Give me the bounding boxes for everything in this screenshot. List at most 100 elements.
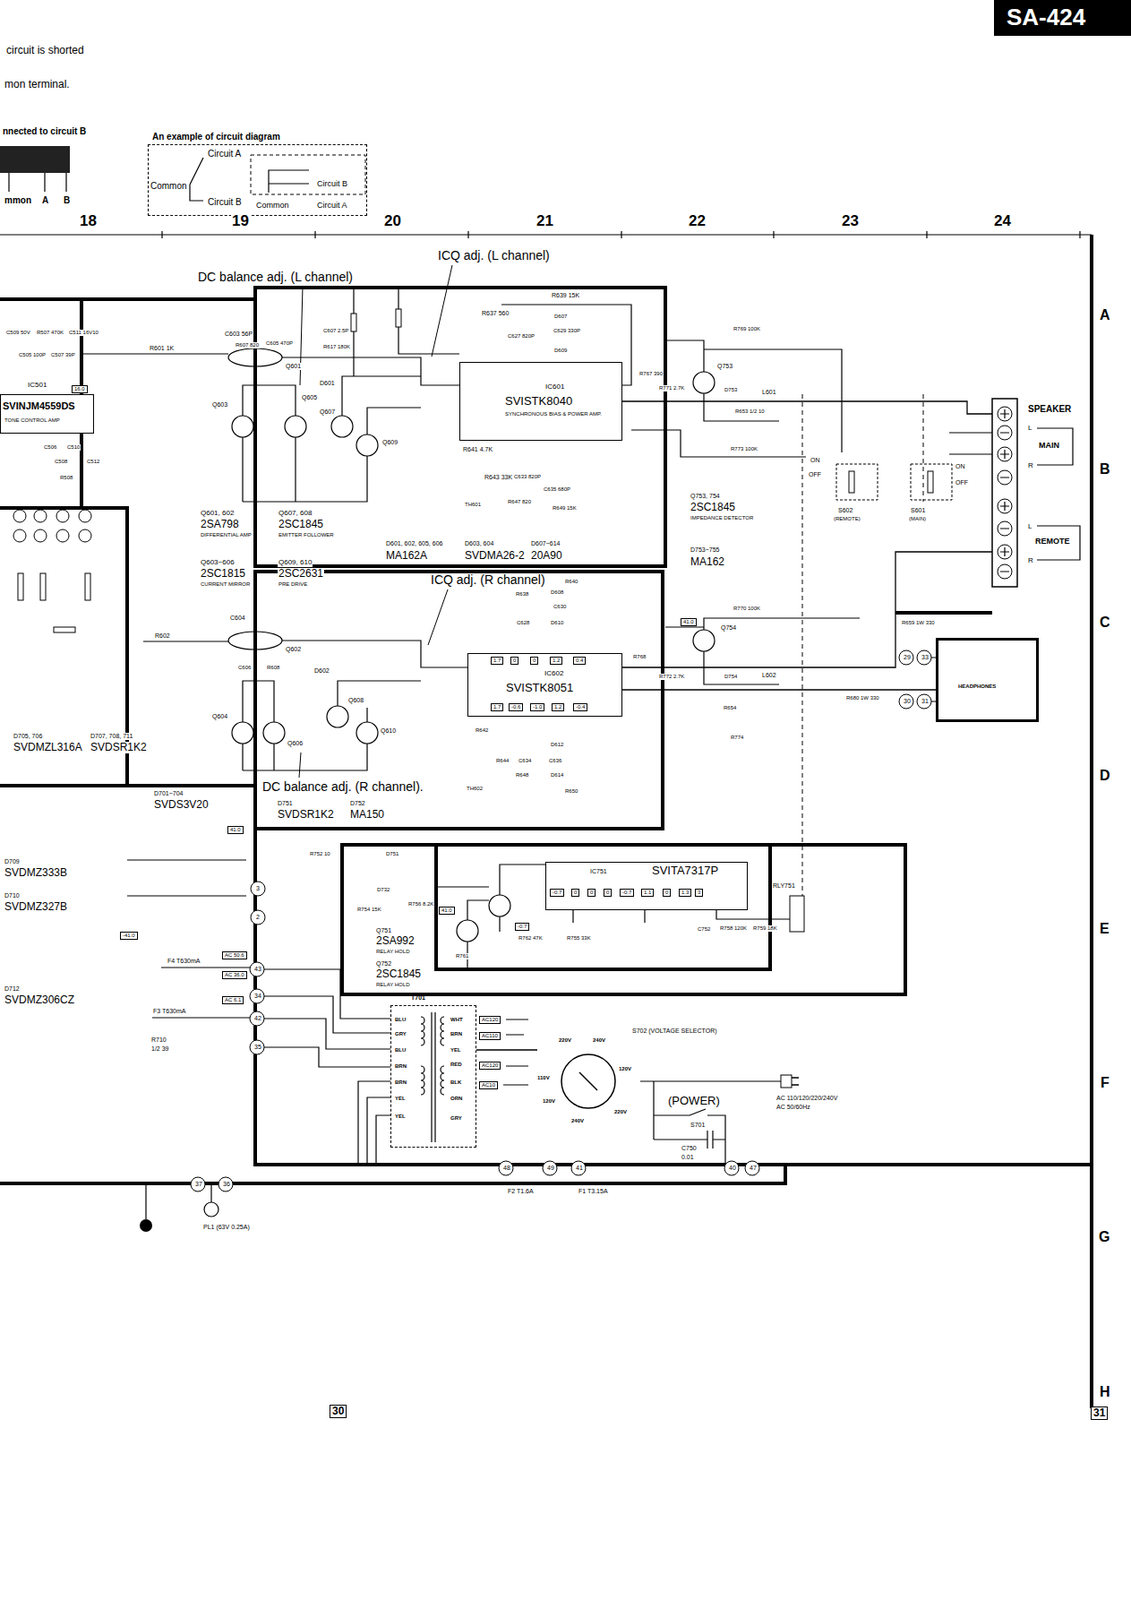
node-text: SYNCHRONOUS BIAS & POWER AMP. <box>505 411 602 418</box>
schematic-label: D607 <box>553 313 568 320</box>
pin-circle <box>78 509 92 523</box>
schematic-label: RLY751 <box>771 882 797 890</box>
schematic-label: C510 <box>66 444 81 451</box>
schematic-label: L601 <box>761 388 778 396</box>
pin-circle <box>78 529 92 542</box>
schematic-label: Q754 <box>719 624 737 632</box>
schematic-label: 2SC1815 <box>199 567 247 580</box>
schematic-label: F <box>1099 1074 1111 1091</box>
pin-circle <box>56 509 69 523</box>
relay-coil <box>789 895 805 932</box>
node-text: REMOTE <box>1035 536 1071 546</box>
node-text: IC602 <box>544 668 564 677</box>
schematic-label: D602 <box>313 667 331 675</box>
schematic-label: SVDSR1K2 <box>276 808 335 821</box>
schematic-label: SVDMA26-2 <box>463 549 526 562</box>
schematic-label: R640 <box>564 578 579 585</box>
schematic-label: AC 6.1 <box>222 995 244 1004</box>
schematic-label: Q604 <box>211 712 229 720</box>
schematic-label: Q752 <box>375 959 393 968</box>
node-text: T701 <box>411 993 426 1002</box>
schematic-label: Q753 <box>716 362 734 370</box>
schematic-label: C630 <box>552 603 567 610</box>
schematic-label: D614 <box>549 771 565 779</box>
schematic-label: 0.01 <box>680 1153 695 1161</box>
schematic-label: C509 50V <box>5 329 32 336</box>
schematic-label: Q605 <box>300 394 318 402</box>
page-badge: SA-424 <box>993 0 1131 36</box>
schematic-label: R647 820 <box>506 498 532 506</box>
schematic-label: PRE DRIVE <box>277 581 309 588</box>
schematic-label: DC balance adj. (R channel). <box>261 779 425 794</box>
schematic-label: 0 <box>662 888 671 897</box>
node-text: 220V <box>614 1108 627 1115</box>
schematic-label: B <box>62 195 71 206</box>
schematic-label: S701 <box>689 1121 706 1129</box>
schematic-label: R754 15K <box>356 906 383 913</box>
transistor-pair <box>228 631 283 650</box>
schematic-label: RELAY HOLD <box>375 981 411 988</box>
node-text: BRN <box>450 1030 463 1037</box>
schematic-label: D609 <box>553 347 568 354</box>
schematic-label: AC 110/120/220/240V <box>775 1094 839 1102</box>
schematic-label: D612 <box>549 741 565 748</box>
node-text: BRN <box>394 1079 407 1086</box>
schematic-label: D732 <box>376 886 391 893</box>
terminal-circle <box>724 1160 739 1175</box>
ic-box: IC751SVITA7317P <box>545 861 748 910</box>
schematic-label: MA162 <box>689 556 726 568</box>
pilot-lamp <box>204 1201 219 1217</box>
schematic-label: 21 <box>535 213 555 231</box>
schematic-label: C511 16V10 <box>68 329 100 336</box>
node-text: SVITA7317P <box>651 864 719 878</box>
schematic-label: 23 <box>840 213 860 231</box>
node-text: Common <box>150 180 188 192</box>
transistor-symbol <box>456 919 479 942</box>
schematic-label: D603, 604 <box>463 539 495 548</box>
switch-contact <box>927 471 934 493</box>
schematic-label: 3 <box>255 884 261 892</box>
schematic-label: 30 <box>329 1404 347 1418</box>
hatched-bar <box>0 145 70 173</box>
schematic-label: R648 <box>514 771 530 779</box>
schematic-label: R608 <box>265 664 281 671</box>
schematic-label: SVDMZ306CZ <box>3 993 76 1006</box>
node-text: L <box>1028 522 1032 531</box>
schematic-label: circuit is shorted <box>5 44 86 57</box>
schematic-label: Q609, 610 <box>277 558 313 567</box>
schematic-label: R637 560 <box>480 309 510 318</box>
terminal-circle <box>249 961 265 977</box>
schematic-label: R755 33K <box>565 934 592 942</box>
node-text: MAIN <box>1038 440 1060 450</box>
terminal-circle <box>571 1160 586 1175</box>
schematic-label: Q601, 602 <box>199 509 235 518</box>
schematic-label: D705, 706 <box>12 732 43 740</box>
node-text: Circuit A <box>207 148 241 160</box>
schematic-label: AC120 <box>479 1061 501 1070</box>
node-text: BRN <box>394 1062 407 1070</box>
schematic-label: 33 <box>920 653 930 661</box>
schematic-label: 2SC1845 <box>689 501 737 514</box>
schematic-label: S601 <box>909 506 926 515</box>
schematic-label: R773 100K <box>729 445 759 453</box>
schematic-label: R507 470K <box>35 329 65 336</box>
schematic-label: mon terminal. <box>3 78 71 91</box>
schematic-label: Q608 <box>347 696 365 704</box>
pin-circle <box>13 529 26 542</box>
schematic-label: 41.0 <box>438 906 455 915</box>
schematic-label: Q610 <box>379 727 397 735</box>
schematic-label: D601, 602, 605, 606 <box>385 539 444 548</box>
switch-contact <box>848 471 855 493</box>
node-text: TONE CONTROL AMP <box>4 417 60 424</box>
schematic-label: AC 50.6 <box>222 951 248 960</box>
schematic-label: SVDMZL316A <box>12 741 84 754</box>
schematic-label: AC120 <box>479 1015 501 1024</box>
schematic-label: AC110 <box>479 1031 501 1040</box>
schematic-label: CURRENT MIRROR <box>199 581 251 588</box>
ic-box: IC601SVISTK8040SYNCHRONOUS BIAS & POWER … <box>459 361 623 441</box>
terminal-circle <box>542 1160 557 1175</box>
pin-circle <box>56 529 69 542</box>
node-text: IC501 <box>27 380 47 389</box>
schematic-label: OFF <box>807 471 823 479</box>
schematic-label: 31 <box>920 697 930 705</box>
